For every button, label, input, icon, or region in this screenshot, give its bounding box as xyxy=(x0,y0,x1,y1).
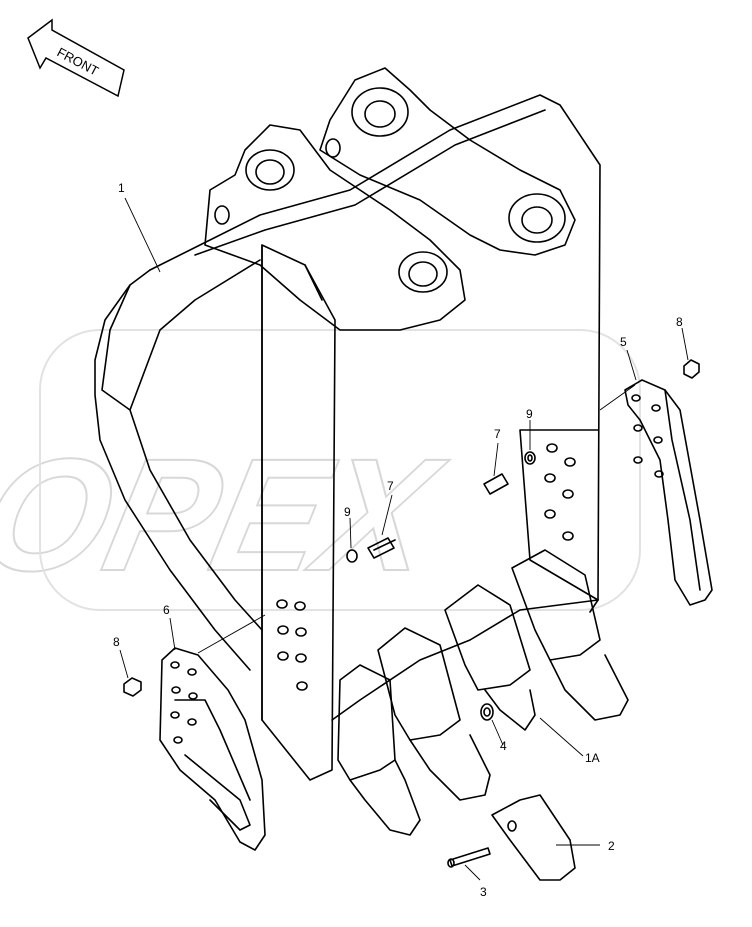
bolt-part-7-left xyxy=(367,537,396,559)
pin-boss-right-lower xyxy=(508,193,566,243)
pin-boss-left-upper xyxy=(245,149,295,191)
tooth-2 xyxy=(377,627,491,801)
lock-washer-part-4 xyxy=(480,703,494,721)
side-cutter-right-part-5 xyxy=(624,379,713,606)
callout-labels: 1 1A 2 3 4 5 6 7 7 8 8 9 9 xyxy=(113,181,683,899)
watermark-text: OPEX xyxy=(0,427,457,605)
callout-3: 3 xyxy=(480,885,487,899)
callout-1: 1 xyxy=(118,181,125,195)
nut-part-8-left xyxy=(123,677,142,697)
callout-9-left: 9 xyxy=(344,505,351,519)
callout-2: 2 xyxy=(608,839,615,853)
bucket-right-side xyxy=(519,429,599,601)
pin-boss-right-upper xyxy=(351,87,409,137)
side-plate-holes xyxy=(276,599,308,691)
callout-4: 4 xyxy=(500,739,507,753)
bolt-part-7-right xyxy=(483,473,509,495)
callout-5: 5 xyxy=(620,335,627,349)
washer-part-9-left xyxy=(346,549,358,563)
cutting-edge xyxy=(331,599,599,721)
tooth-3 xyxy=(444,584,536,731)
leader-lines xyxy=(119,197,689,881)
callout-7-left: 7 xyxy=(387,479,394,493)
bucket-top-plate xyxy=(149,94,601,613)
tooth-pin-part-3 xyxy=(449,847,491,867)
side-cutter-left-part-6 xyxy=(159,647,266,851)
callout-6: 6 xyxy=(163,603,170,617)
pin-boss-left-lower xyxy=(398,251,448,293)
watermark: OPEX xyxy=(0,329,641,611)
front-arrow-icon: FRONT xyxy=(27,18,125,98)
callout-9-right: 9 xyxy=(526,407,533,421)
side-cutter-right-holes xyxy=(631,394,664,478)
bucket-curved-side xyxy=(94,269,251,671)
tooth-point-part-2 xyxy=(491,794,576,881)
right-side-holes xyxy=(544,443,576,541)
callout-1a: 1A xyxy=(585,751,600,765)
nut-part-8-right xyxy=(683,359,700,379)
mounting-bracket-left xyxy=(204,124,466,331)
callout-7-right: 7 xyxy=(494,427,501,441)
bucket-top-edge xyxy=(194,109,546,256)
callout-8-left: 8 xyxy=(113,635,120,649)
tooth-4 xyxy=(511,549,629,721)
mounting-bracket-right xyxy=(319,67,576,256)
tooth-1 xyxy=(337,664,421,836)
callout-8-right: 8 xyxy=(676,315,683,329)
side-cutter-left-holes xyxy=(170,661,198,744)
washer-part-9-right xyxy=(524,451,536,465)
